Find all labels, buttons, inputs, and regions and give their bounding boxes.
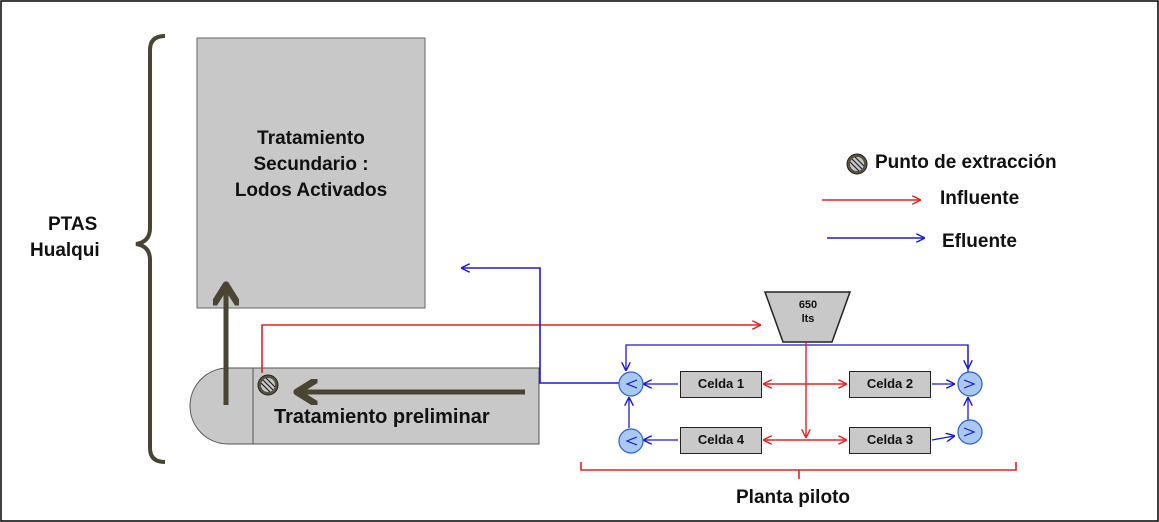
- tank-label: 650 lts: [780, 298, 836, 326]
- plant-name-line2: Hualqui: [30, 240, 100, 261]
- effluent-cell3: [931, 436, 954, 440]
- secondary-treatment-label: Tratamiento Secundario : Lodos Activados: [197, 126, 425, 204]
- legend-influent-label: Influente: [940, 188, 1020, 209]
- valve-cell2: [957, 371, 983, 397]
- effluent-return-line: [462, 268, 625, 384]
- plant-brace: [135, 34, 166, 464]
- valve-cell3: [957, 419, 983, 445]
- cell-2: Celda 2: [849, 371, 931, 398]
- cell-4: Celda 4: [680, 427, 762, 454]
- plant-name-line1: PTAS: [48, 214, 98, 235]
- preliminary-treatment-label: Tratamiento preliminar: [274, 406, 490, 428]
- legend-effluent-label: Efluente: [942, 231, 1017, 252]
- preliminary-semicircle: [189, 367, 254, 445]
- legend-extraction-label: Punto de extracción: [875, 152, 1057, 173]
- pilot-plant-label: Planta piloto: [736, 487, 850, 508]
- pilot-bracket: [580, 462, 1017, 471]
- cell-1: Celda 1: [680, 371, 762, 398]
- secondary-treatment-box: [196, 37, 426, 309]
- tank-line1: 650: [798, 299, 818, 311]
- influent-supply-line: [261, 325, 760, 373]
- plant-name: PTAS Hualqui: [30, 212, 100, 264]
- tank-650: [763, 291, 852, 343]
- tank-line2: lts: [801, 313, 815, 325]
- legend-extraction-icon: [846, 153, 868, 175]
- secondary-line3: Lodos Activados: [234, 180, 388, 201]
- secondary-line1: Tratamiento: [257, 128, 365, 149]
- cell-3: Celda 3: [849, 427, 931, 454]
- extraction-point-icon: [257, 374, 279, 396]
- valve-cell4: [618, 428, 644, 454]
- secondary-line2: Secundario :: [253, 154, 369, 175]
- valve-cell1: [618, 371, 644, 397]
